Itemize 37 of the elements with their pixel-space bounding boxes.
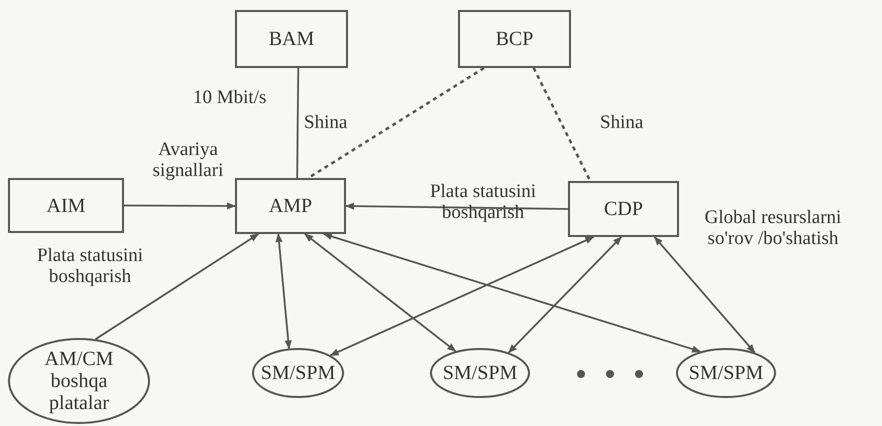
- node-label: AIM: [46, 194, 86, 216]
- module-box: [235, 10, 348, 68]
- edge-label: Shina: [304, 113, 348, 134]
- edge-label: Shina: [600, 113, 644, 134]
- connector-line: [296, 68, 300, 178]
- arrow: [345, 202, 568, 210]
- module-box: [8, 178, 124, 233]
- node-label: AMP: [268, 195, 312, 217]
- arrow: [508, 236, 622, 354]
- module-box: [568, 181, 679, 237]
- edge-label: Global resurslarni so'rov /bo'shatish: [704, 208, 842, 250]
- edge-label: Plata statusini boshqarish: [36, 246, 144, 288]
- edge-label: Avariya signallari: [152, 140, 224, 182]
- arrow: [322, 232, 702, 353]
- node-label: BAM: [268, 28, 314, 50]
- ellipse-node: [252, 348, 344, 398]
- arrow: [654, 236, 756, 354]
- arrow: [124, 202, 236, 210]
- module-box: [458, 10, 571, 68]
- node-label: SM/SPM: [688, 362, 764, 384]
- node-label: BCP: [496, 28, 534, 50]
- arrow: [275, 233, 292, 350]
- ellipse-node: [676, 348, 776, 398]
- node-label: SM/SPM: [260, 362, 336, 384]
- dashed-connector: [308, 66, 485, 180]
- dashed-connector: [532, 67, 592, 182]
- node-label: SM/SPM: [442, 362, 518, 384]
- node-label: CDP: [604, 198, 643, 220]
- arrow: [95, 233, 260, 340]
- edge-label: 10 Mbit/s: [193, 88, 266, 109]
- ellipse-node: [430, 348, 530, 398]
- arrow: [330, 236, 594, 356]
- node-label: AM/CM boshqa platalar: [44, 348, 114, 414]
- edge-label: Plata statusini boshqarish: [428, 182, 538, 224]
- ellipse-node: [8, 338, 150, 424]
- module-box: [235, 178, 346, 234]
- arrow: [304, 233, 456, 352]
